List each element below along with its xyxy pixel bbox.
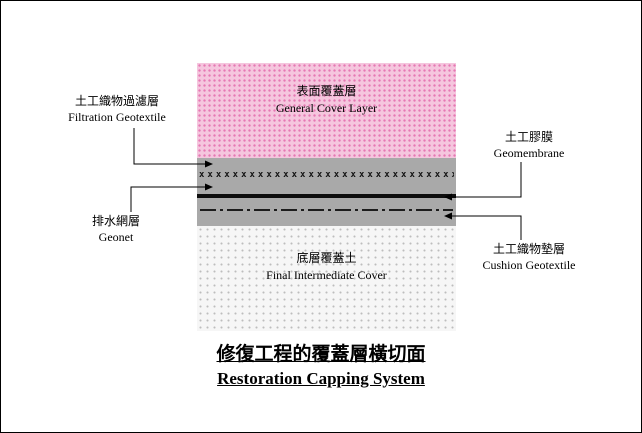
filtration-arrow-line <box>133 128 205 165</box>
filtration-label-zh: 土工織物過濾層 <box>74 94 159 108</box>
geomembrane-line <box>197 194 456 198</box>
cushion-label-en: Cushion Geotextile <box>482 258 576 272</box>
callout-cushion-geotextile: 土工織物墊層 Cushion Geotextile <box>471 241 587 273</box>
geonet-label-zh: 排水網層 <box>91 214 140 228</box>
filtration-label-en: Filtration Geotextile <box>68 110 166 124</box>
callout-geomembrane: 土工膠膜 Geomembrane <box>479 129 579 161</box>
cushion-label-zh: 土工織物墊層 <box>492 242 565 256</box>
geomembrane-label-en: Geomembrane <box>493 146 565 160</box>
final-intermediate-caption: 底層覆蓋土 Final Intermediate Cover <box>197 226 456 284</box>
layer-general-cover: 表面覆蓋層 General Cover Layer <box>197 63 456 158</box>
geomembrane-label-zh: 土工膠膜 <box>504 130 553 144</box>
layer-final-intermediate: 底層覆蓋土 Final Intermediate Cover <box>197 226 456 331</box>
geonet-label-en: Geonet <box>98 230 134 244</box>
general-cover-label-zh: 表面覆蓋層 <box>296 84 357 98</box>
final-intermediate-label-en: Final Intermediate Cover <box>266 268 387 282</box>
final-intermediate-label-zh: 底層覆蓋土 <box>296 251 357 265</box>
geonet-texture: xxxxxxxxxxxxxxxxxxxxxxxxxxxxxxxxxxxxxxxx… <box>199 170 454 180</box>
page-title-en: Restoration Capping System <box>217 369 425 388</box>
callout-filtration-geotextile: 土工織物過濾層 Filtration Geotextile <box>53 93 181 125</box>
page-title-zh: 修復工程的覆蓋層橫切面 <box>216 344 426 365</box>
callout-geonet: 排水網層 Geonet <box>74 213 158 245</box>
general-cover-caption: 表面覆蓋層 General Cover Layer <box>197 63 456 117</box>
general-cover-label-en: General Cover Layer <box>275 101 378 115</box>
dash-dot-line <box>200 209 453 211</box>
geonet-arrow-line <box>130 186 205 212</box>
geomembrane-arrow-line <box>452 162 522 198</box>
layer-gray-band: xxxxxxxxxxxxxxxxxxxxxxxxxxxxxxxxxxxxxxxx… <box>197 158 456 226</box>
cushion-arrow-line <box>452 215 522 240</box>
title-block: 修復工程的覆蓋層橫切面 Restoration Capping System <box>1 342 641 391</box>
